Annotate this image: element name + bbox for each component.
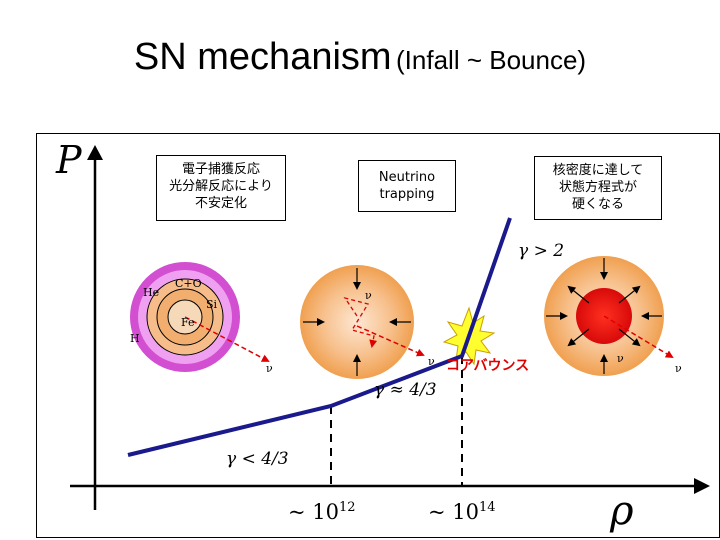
density-tick-1e14-base: ~ 10 — [428, 500, 479, 524]
density-tick-1e12-exp: 12 — [339, 500, 356, 515]
stiff-core-sphere — [544, 256, 674, 376]
neutrino-symbol-left: ν — [266, 362, 273, 375]
box-neutrino-trapping-line-2: trapping — [379, 187, 435, 202]
eos-curve — [127, 217, 512, 457]
density-tick-1e12-base: ~ 10 — [288, 500, 339, 524]
neutrino-symbol-right-core: ν — [617, 352, 624, 365]
x-axis-label: ρ — [610, 488, 634, 534]
box-nuclear-density-line-1: 核密度に達して — [552, 163, 644, 178]
gamma-approx-4-3: γ ≈ 4/3 — [374, 380, 437, 400]
gamma-gt-2: γ > 2 — [518, 241, 565, 261]
layer-label-si: Si — [206, 298, 218, 311]
box-electron-capture-line-2: 光分解反応により — [169, 179, 273, 194]
box-nuclear-density: 核密度に達して 状態方程式が 硬くなる — [534, 156, 662, 220]
neutrino-symbol-trapped: ν — [365, 289, 372, 302]
density-tick-1e12: ~ 1012 — [288, 500, 356, 524]
y-axis-label: P — [56, 138, 82, 182]
layer-label-fe: Fe — [181, 316, 195, 329]
y-axis — [87, 145, 103, 510]
title-main: SN mechanism — [133, 36, 392, 78]
box-nuclear-density-line-2: 状態方程式が — [558, 180, 637, 195]
box-electron-capture: 電子捕獲反応 光分解反応により 不安定化 — [156, 155, 286, 221]
density-tick-1e14-exp: 14 — [479, 500, 496, 515]
layer-label-he: He — [143, 286, 160, 299]
core-bounce-label: コアバウンス — [446, 358, 530, 374]
box-nuclear-density-line-3: 硬くなる — [571, 197, 624, 212]
neutrino-symbol-middle: ν — [428, 355, 435, 368]
density-tick-1e14: ~ 1014 — [428, 500, 496, 524]
x-axis — [70, 478, 710, 494]
neutrino-symbol-right: ν — [675, 362, 682, 375]
gamma-lt-4-3: γ < 4/3 — [226, 449, 289, 469]
slide-title: SN mechanism (Infall ~ Bounce) — [0, 36, 720, 79]
box-neutrino-trapping-line-1: Neutrino — [378, 170, 436, 185]
box-electron-capture-line-1: 電子捕獲反応 — [181, 162, 260, 177]
layer-label-h: H — [130, 332, 140, 345]
trapping-sphere — [300, 265, 425, 379]
box-electron-capture-line-3: 不安定化 — [194, 196, 247, 211]
layer-label-co: C+O — [175, 277, 202, 290]
title-sub: (Infall ~ Bounce) — [396, 45, 587, 75]
presupernova-star — [130, 262, 270, 372]
box-neutrino-trapping: Neutrino trapping — [358, 160, 456, 212]
